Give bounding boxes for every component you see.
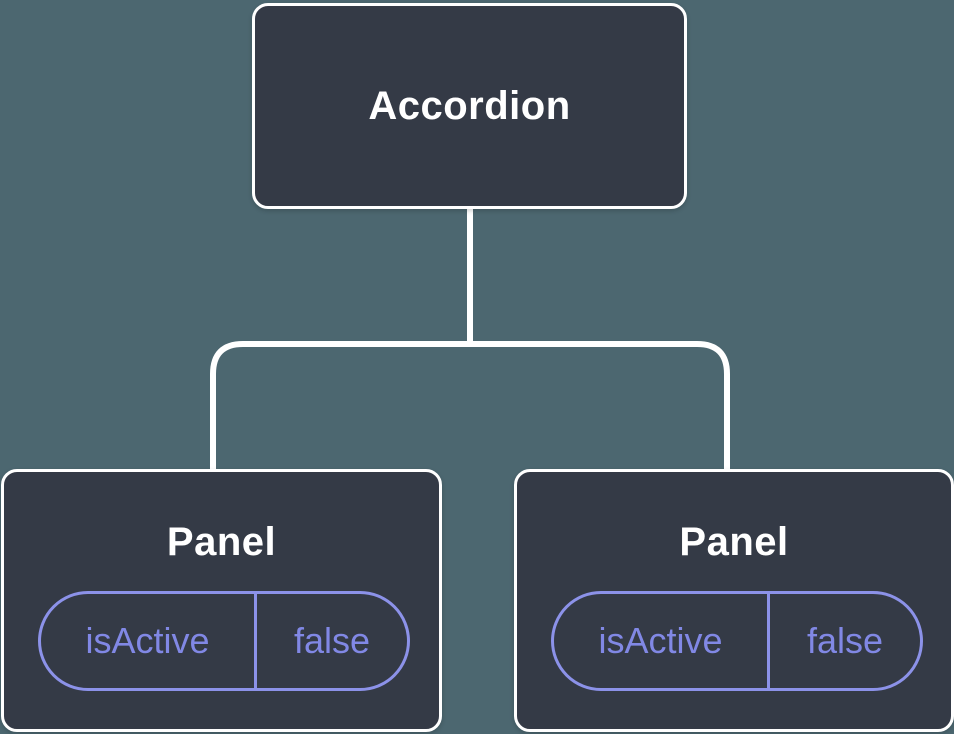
component-node-accordion: Accordion [252,3,687,209]
state-value-label: false [806,620,884,661]
connector-bracket [210,341,730,476]
state-pill: isActive false [551,591,923,691]
state-name-label: isActive [554,594,770,688]
accordion-node-label: Accordion [368,83,571,128]
component-node-panel-left: Panel isActive false [1,469,442,732]
panel-node-label: Panel [679,520,789,564]
state-value-label: false [293,620,371,661]
state-pill: isActive false [38,591,410,691]
panel-node-label: Panel [166,520,277,564]
component-node-panel-right: Panel isActive false [514,469,954,732]
state-name-label: isActive [41,594,257,688]
